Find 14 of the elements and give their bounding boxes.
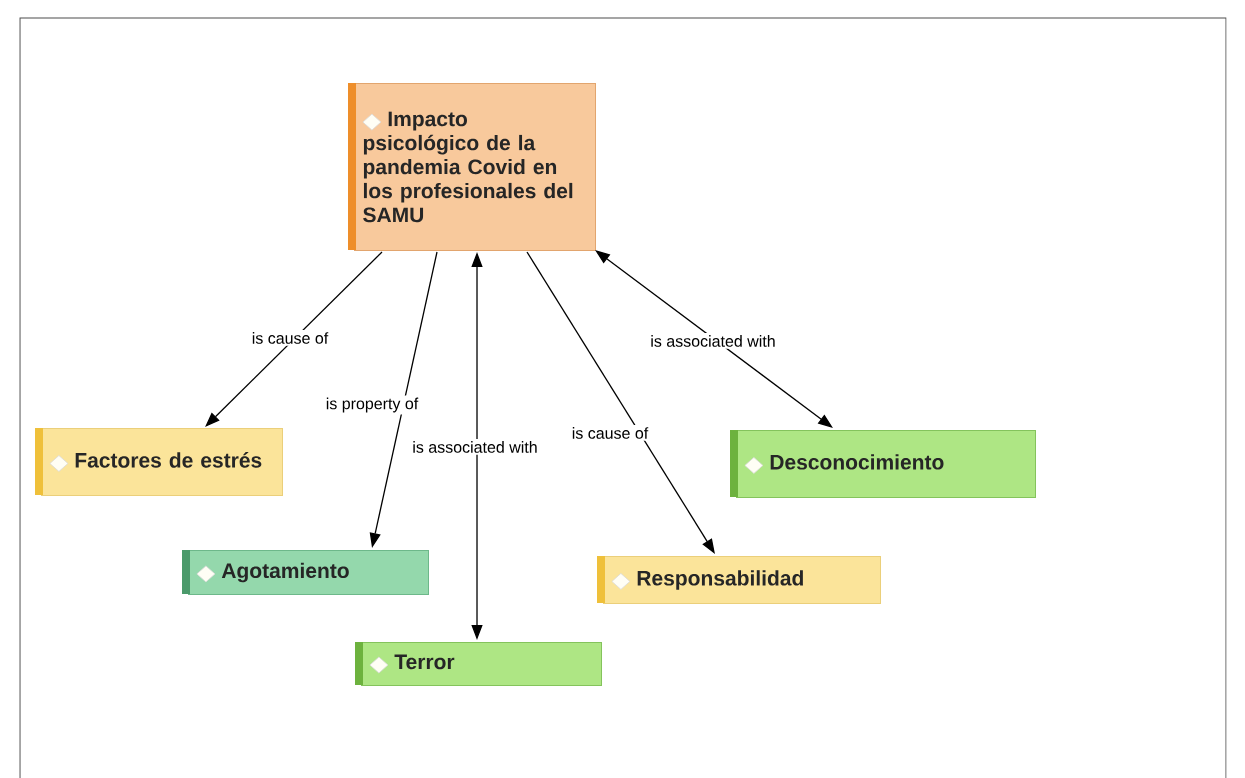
concept-box: Impacto psicológico de la pandemia Covid en los profesionales del SAMU (348, 83, 596, 251)
arrow (595, 250, 833, 428)
edge-label: is associated with (410, 439, 540, 455)
concept-box: Desconocimiento (730, 430, 1036, 498)
concept-box: Terror (355, 642, 602, 686)
concept-box: Responsabilidad (597, 556, 881, 604)
arrow (526, 251, 715, 554)
arrow (205, 251, 383, 427)
concept-box: Agotamiento (182, 550, 429, 595)
edge-label: is cause of (249, 330, 331, 346)
edge-label: is cause of (569, 425, 651, 441)
edge-label: is associated with (648, 333, 778, 349)
edge-label: is property of (323, 395, 421, 415)
concept-box: Factores de estrés (35, 428, 283, 496)
